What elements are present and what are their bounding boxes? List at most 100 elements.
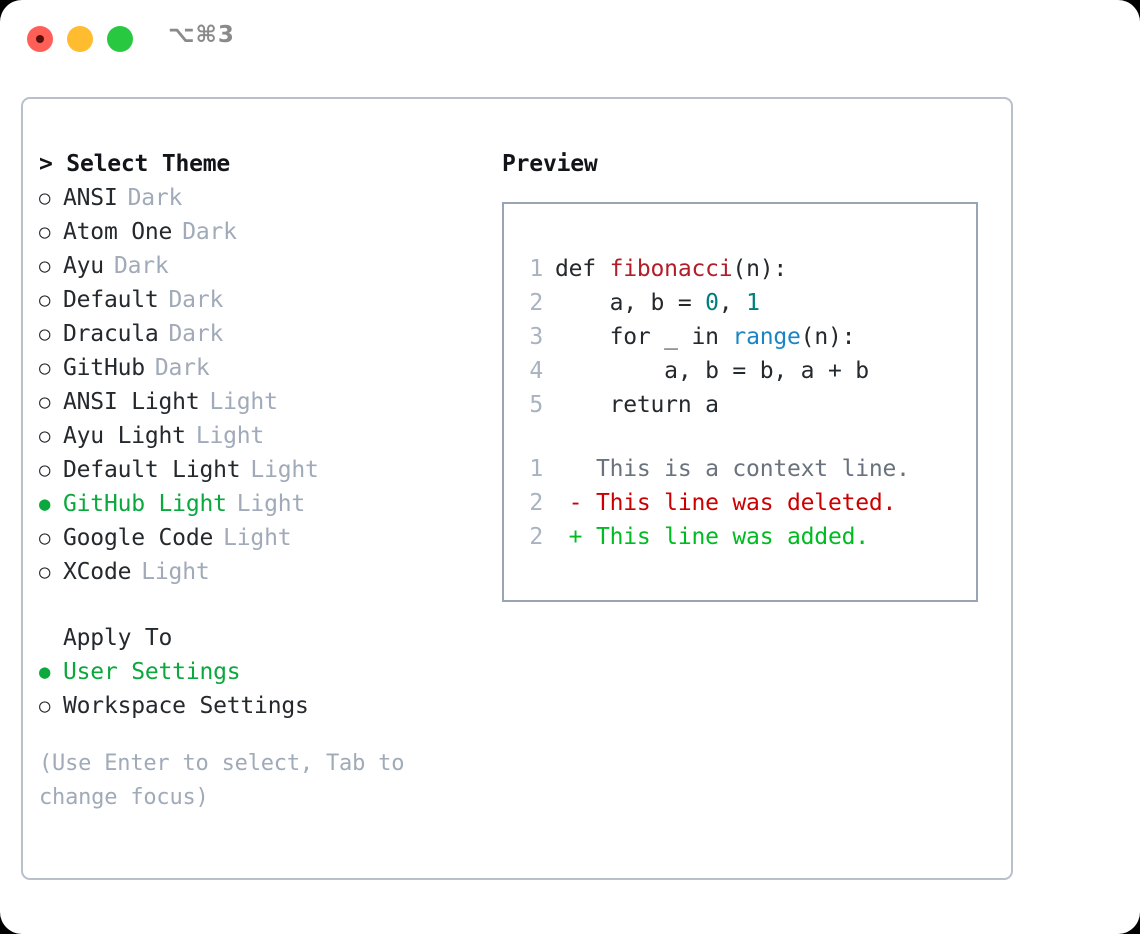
apply-to-option-label: User Settings — [63, 659, 241, 685]
code-token-plain: return a — [555, 392, 719, 418]
theme-variant-tag: Dark — [168, 321, 224, 347]
preview-header: Preview — [502, 151, 598, 177]
diff-line-text: - This line was deleted. — [555, 490, 897, 516]
keyboard-shortcut-label: ⌥⌘3 — [168, 22, 235, 48]
theme-option-label: GitHub — [63, 355, 145, 381]
apply-to-list[interactable]: ● User Settings ○ Workspace Settings — [39, 655, 469, 723]
code-token-plain: , — [718, 290, 747, 316]
radio-selected-icon: ● — [39, 661, 51, 683]
diff-line-add: 2 + This line was added. — [521, 520, 972, 554]
apply-to-option-user-settings[interactable]: ● User Settings — [39, 655, 469, 689]
line-number: 1 — [529, 256, 543, 282]
code-token-plain: for _ in — [555, 324, 733, 350]
theme-option-default[interactable]: ○ Default Dark — [39, 283, 469, 317]
theme-variant-tag: Light — [250, 457, 319, 483]
diff-line-number: 1 — [529, 456, 543, 482]
diff-line-ctx: 1 This is a context line. — [521, 452, 972, 486]
code-line: 2 a, b = 0, 1 — [521, 286, 972, 320]
diff-separator — [521, 422, 972, 452]
theme-option-xcode[interactable]: ○ XCode Light — [39, 555, 469, 589]
code-token-plain: (n): — [800, 324, 856, 350]
code-token-plain: def — [555, 256, 610, 282]
diff-line-text: This is a context line. — [555, 456, 910, 482]
apply-to-header: Apply To — [63, 625, 173, 651]
code-token-fn: fibonacci — [609, 256, 733, 282]
apply-to-option-label: Workspace Settings — [63, 693, 309, 719]
line-number: 5 — [529, 392, 543, 418]
zoom-icon[interactable] — [107, 26, 133, 52]
code-line: 5 return a — [521, 388, 972, 422]
diff-line-number: 2 — [529, 524, 543, 550]
radio-unselected-icon: ○ — [39, 695, 51, 717]
keyboard-hint-text: (Use Enter to select, Tab to change focu… — [39, 751, 405, 810]
radio-unselected-icon: ○ — [39, 459, 51, 481]
title-bar: ⌥⌘3 — [0, 0, 1140, 78]
apply-to-option-workspace-settings[interactable]: ○ Workspace Settings — [39, 689, 469, 723]
line-number: 2 — [529, 290, 543, 316]
theme-option-label: ANSI — [63, 185, 118, 211]
theme-option-ansi[interactable]: ○ ANSI Dark — [39, 181, 469, 215]
radio-unselected-icon: ○ — [39, 391, 51, 413]
theme-variant-tag: Dark — [182, 219, 237, 245]
hint-spacer — [39, 723, 469, 747]
radio-unselected-icon: ○ — [39, 289, 51, 311]
theme-variant-tag: Dark — [168, 287, 224, 313]
code-token-call: range — [732, 324, 801, 350]
theme-option-label: XCode — [63, 559, 132, 585]
theme-variant-tag: Light — [236, 491, 306, 517]
theme-variant-tag: Light — [209, 389, 278, 415]
radio-unselected-icon: ○ — [39, 187, 51, 209]
code-line: 3 for _ in range(n): — [521, 320, 972, 354]
theme-option-github[interactable]: ○ GitHub Dark — [39, 351, 469, 385]
minimize-icon[interactable] — [67, 26, 93, 52]
close-icon[interactable] — [27, 26, 53, 52]
line-number: 4 — [529, 358, 543, 384]
theme-variant-tag: Light — [195, 423, 265, 449]
radio-unselected-icon: ○ — [39, 561, 51, 583]
theme-option-atom-one[interactable]: ○ Atom One Dark — [39, 215, 469, 249]
theme-option-ansi-light[interactable]: ○ ANSI Light Light — [39, 385, 469, 419]
radio-unselected-icon: ○ — [39, 221, 51, 243]
theme-variant-tag: Dark — [113, 253, 169, 279]
radio-unselected-icon: ○ — [39, 527, 51, 549]
theme-option-github-light[interactable]: ● GitHub Light Light — [39, 487, 469, 521]
code-token-plain: (n): — [732, 256, 788, 282]
theme-variant-tag: Dark — [127, 185, 183, 211]
code-line: 1 def fibonacci(n): — [521, 252, 972, 286]
theme-option-label: Ayu — [63, 253, 104, 279]
theme-option-label: Ayu Light — [63, 423, 186, 449]
diff-line-del: 2 - This line was deleted. — [521, 486, 972, 520]
code-token-plain: a, b = — [555, 290, 706, 316]
theme-option-label: ANSI Light — [63, 389, 200, 415]
code-line: 4 a, b = b, a + b — [521, 354, 972, 388]
theme-variant-tag: Dark — [154, 355, 210, 381]
section-spacer — [39, 589, 469, 621]
diff-line-number: 2 — [529, 490, 543, 516]
theme-option-label: Default Light — [63, 457, 241, 483]
theme-option-default-light[interactable]: ○ Default Light Light — [39, 453, 469, 487]
radio-unselected-icon: ○ — [39, 357, 51, 379]
theme-option-label: Default — [63, 287, 159, 313]
code-token-num: 1 — [746, 290, 760, 316]
theme-option-label: Atom One — [63, 219, 173, 245]
code-token-num: 0 — [705, 290, 719, 316]
theme-option-label: GitHub Light — [63, 491, 227, 517]
line-number: 3 — [529, 324, 543, 350]
radio-selected-icon: ● — [39, 493, 51, 515]
window-controls — [27, 26, 133, 52]
theme-variant-tag: Light — [141, 559, 210, 585]
theme-variant-tag: Light — [223, 525, 292, 551]
select-theme-header: > Select Theme — [39, 151, 231, 177]
code-token-plain: a, b = b, a + b — [555, 358, 869, 384]
